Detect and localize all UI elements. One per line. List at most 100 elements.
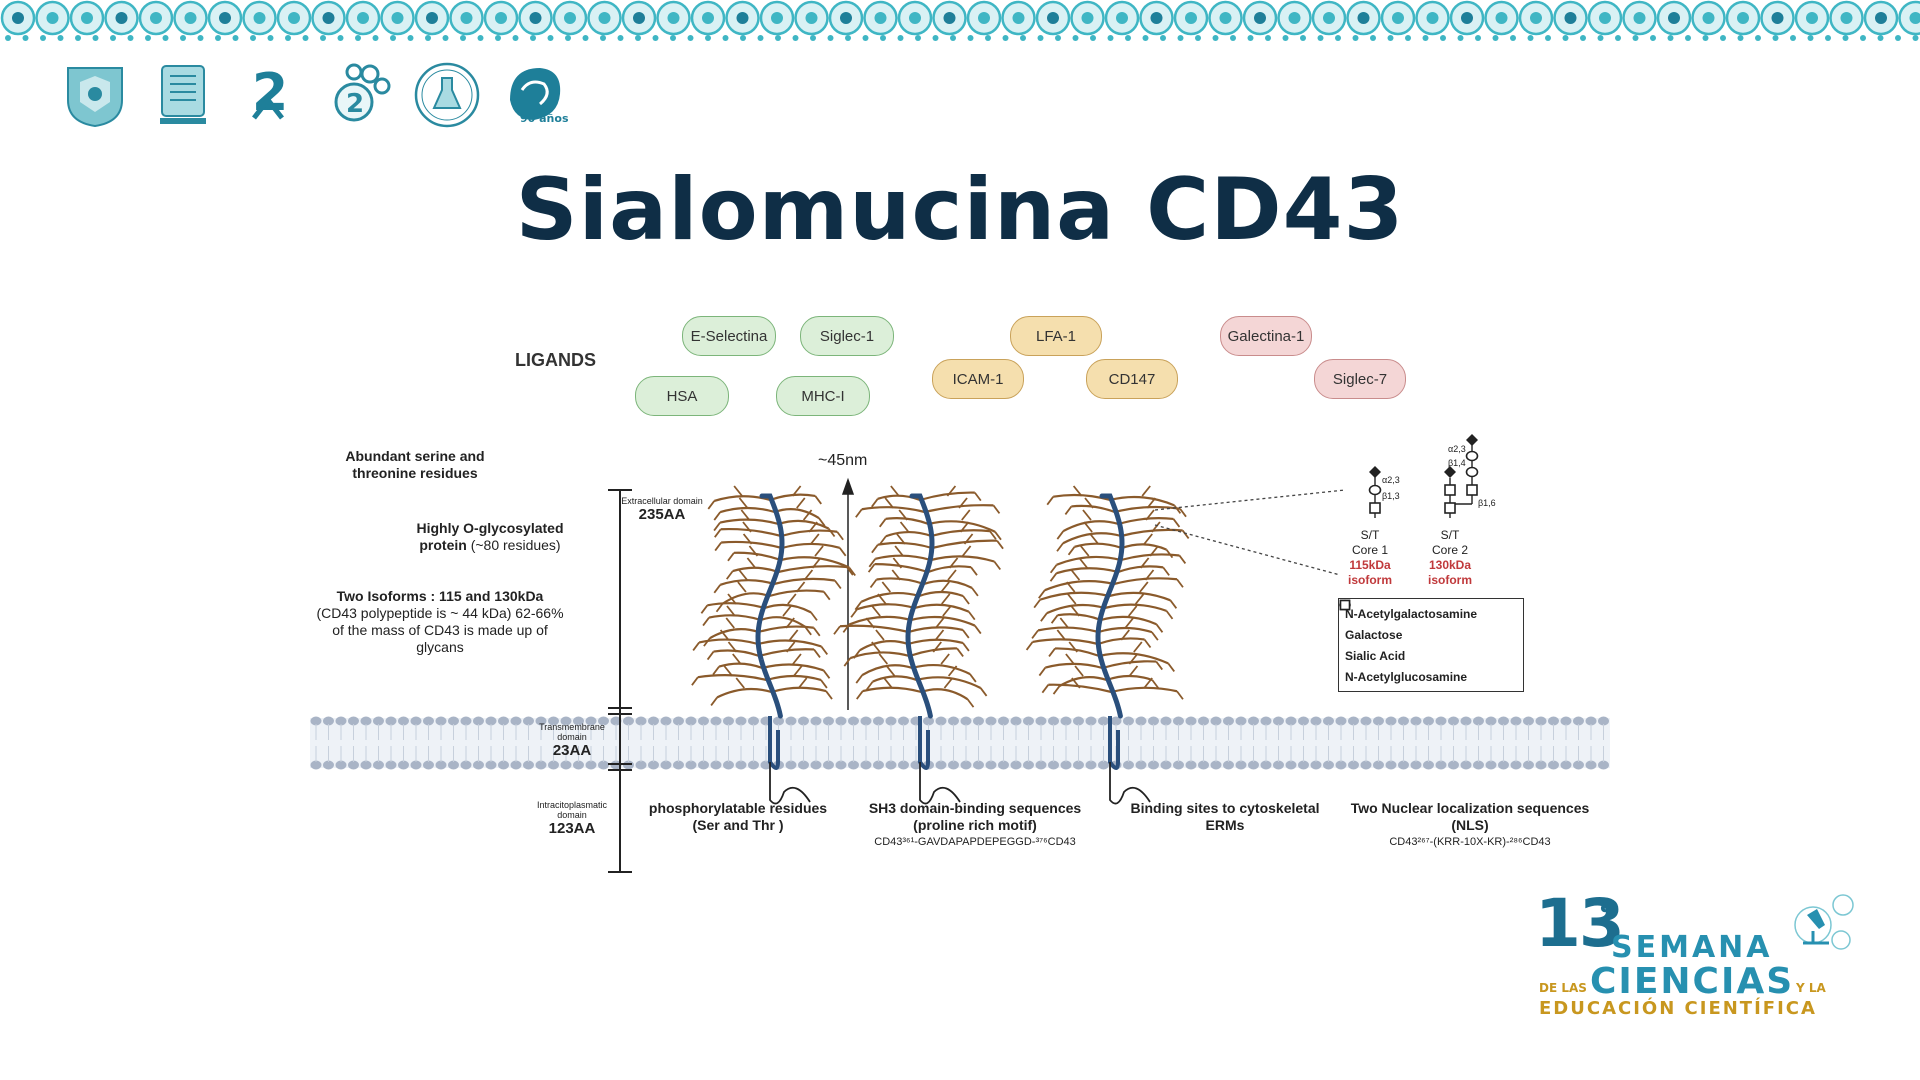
glycan-branch [860, 591, 920, 603]
protein-backbone [905, 493, 935, 719]
glycan-branch [885, 530, 932, 538]
border-dot [288, 12, 300, 24]
border-bead [687, 35, 694, 41]
border-bead [967, 35, 974, 41]
glycan-twig [948, 557, 959, 569]
glycan-twig [962, 629, 970, 639]
glycan-twig [885, 665, 896, 677]
unam-shield-logo [67, 67, 123, 128]
lipid-head [473, 716, 484, 726]
border-dot [1806, 12, 1818, 24]
glycan-branch [1100, 615, 1157, 626]
glycan-twig [727, 593, 737, 605]
glycan-twig [782, 605, 792, 617]
border-bead [1212, 35, 1219, 41]
lipid-head [1185, 716, 1197, 726]
border-bead [1860, 35, 1866, 41]
glycan-twig [715, 603, 724, 613]
glycan-twig [723, 665, 733, 677]
lipid-head [1110, 716, 1122, 726]
border-bead [1580, 35, 1586, 41]
lipid-head [1010, 760, 1022, 770]
glycan-branch [762, 663, 824, 672]
lipid-head [1423, 716, 1434, 726]
lipid-head [448, 760, 459, 770]
lipid-head [460, 760, 472, 770]
border-dot [1323, 12, 1335, 24]
lipid-head [1410, 716, 1422, 726]
lipid-head [1585, 760, 1597, 770]
lipid-head [460, 716, 472, 726]
glycan-twig [813, 627, 821, 637]
lipid-head [810, 760, 822, 770]
glycan-branch [713, 495, 771, 503]
glycan-twig [742, 533, 753, 545]
lipid-head [435, 760, 447, 770]
glycan-twig [941, 593, 951, 605]
glycan-twig [969, 673, 977, 683]
lipid-head [1373, 760, 1384, 770]
glycan-branch [918, 590, 964, 598]
glycan-twig [947, 665, 958, 677]
border-bead [110, 35, 116, 41]
glycan-branch [856, 603, 915, 611]
lipid-head [960, 760, 972, 770]
border-dot [1461, 12, 1473, 24]
glycan-twig [1031, 629, 1039, 639]
lipid-head [973, 716, 984, 726]
lipid-head [1048, 716, 1059, 726]
glycan-twig [961, 509, 971, 521]
glycan-twig [804, 626, 812, 636]
lipid-head [1298, 716, 1309, 726]
lipid-head [785, 760, 797, 770]
lipid-head [985, 716, 997, 726]
glycan-twig [970, 566, 978, 576]
lipid-head [560, 760, 572, 770]
legend-item: Sialic Acid [1339, 599, 1517, 666]
glycan-branch [760, 616, 806, 628]
lipid-head [1448, 716, 1459, 726]
lipid-head [1360, 760, 1372, 770]
glycan-twig [735, 677, 745, 689]
glycan-twig [725, 617, 735, 629]
border-bead [1125, 35, 1131, 41]
glycan-twig [974, 492, 982, 502]
border-dot [391, 12, 404, 24]
lipid-head [1198, 716, 1209, 726]
border-dot [1495, 12, 1508, 24]
glycan-twig [732, 653, 742, 665]
legend-item: Galactose [1339, 600, 1517, 645]
lipid-head [410, 760, 422, 770]
lipid-head [1210, 760, 1222, 770]
lipid-head [1435, 716, 1447, 726]
glycan-twig [823, 591, 831, 601]
border-dot [840, 12, 852, 24]
lipid-head [1198, 760, 1209, 770]
lipid-head [1060, 716, 1072, 726]
lipid-head [1185, 760, 1197, 770]
border-bead [1370, 35, 1376, 41]
glycan-twig [786, 641, 796, 653]
lipid-head [1248, 716, 1259, 726]
lipid-head [1598, 760, 1609, 770]
cd43-molecule [1025, 485, 1190, 805]
border-bead [197, 35, 204, 41]
brand-ciencias: CIENCIAS [1590, 961, 1795, 1002]
border-bead [1247, 35, 1254, 41]
glycan-twig [1083, 521, 1093, 533]
glycan-twig [1179, 508, 1187, 518]
glycan-twig [810, 611, 818, 621]
lipid-head [1523, 716, 1534, 726]
border-bead [232, 35, 239, 41]
glycan-twig [785, 617, 795, 629]
chemistry-flask-logo [414, 62, 480, 128]
border-bead [1807, 35, 1814, 41]
lipid-head [885, 716, 897, 726]
glycan-branch [719, 579, 775, 586]
glycan-twig [820, 679, 828, 689]
glycan-twig [791, 485, 802, 497]
lipid-head [1460, 760, 1472, 770]
galnac-square [1444, 484, 1456, 496]
lipid-head [848, 716, 859, 726]
glycan-twig [890, 485, 900, 497]
